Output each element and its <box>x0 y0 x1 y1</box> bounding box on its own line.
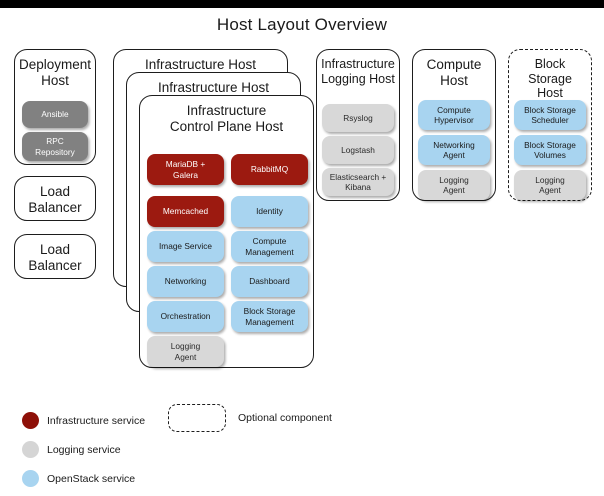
legend-label-optional-component: Optional component <box>238 412 332 424</box>
host-title: Load Balancer <box>28 184 82 215</box>
service-chip-orchestration[interactable]: Orchestration <box>147 301 224 332</box>
host-title: Compute Host <box>426 57 482 88</box>
service-chip-rabbitmq[interactable]: RabbitMQ <box>231 154 308 185</box>
service-chip-logging-agent-control-plane[interactable]: Logging Agent <box>147 336 224 367</box>
service-chip-rsyslog[interactable]: Rsyslog <box>322 104 394 132</box>
openstack-dot-icon <box>22 470 39 487</box>
service-chip-compute-hypervisor[interactable]: Compute Hypervisor <box>418 100 490 130</box>
service-chip-mariadb-galera[interactable]: MariaDB + Galera <box>147 154 224 185</box>
service-chip-logging-agent-compute[interactable]: Logging Agent <box>418 170 490 200</box>
host-title: Infrastructure Logging Host <box>321 57 395 86</box>
service-chip-dashboard[interactable]: Dashboard <box>231 266 308 297</box>
host-title: Block Storage Host <box>528 57 572 100</box>
service-chip-ansible[interactable]: Ansible <box>22 101 88 128</box>
service-chip-networking-agent[interactable]: Networking Agent <box>418 135 490 165</box>
service-chip-compute-management[interactable]: Compute Management <box>231 231 308 262</box>
service-chip-elasticsearch-kibana[interactable]: Elasticsearch + Kibana <box>322 168 394 196</box>
service-chip-image-service[interactable]: Image Service <box>147 231 224 262</box>
service-chip-block-storage-management[interactable]: Block Storage Management <box>231 301 308 332</box>
legend-label-openstack-service: OpenStack service <box>47 473 136 485</box>
service-chip-identity[interactable]: Identity <box>231 196 308 227</box>
service-chip-memcached[interactable]: Memcached <box>147 196 224 227</box>
diagram-canvas: Host Layout Overview Deployment Host Ans… <box>0 8 604 496</box>
host-title: Infrastructure Host <box>144 57 257 72</box>
legend-label-logging-service: Logging service <box>47 444 121 456</box>
service-chip-logging-agent-block-storage[interactable]: Logging Agent <box>514 170 586 200</box>
host-title: Deployment Host <box>19 57 92 88</box>
host-card-load-balancer-2[interactable]: Load Balancer <box>14 234 96 279</box>
service-chip-block-storage-scheduler[interactable]: Block Storage Scheduler <box>514 100 586 130</box>
host-title: Infrastructure Control Plane Host <box>169 103 284 134</box>
service-chip-block-storage-volumes[interactable]: Block Storage Volumes <box>514 135 586 165</box>
legend-label-infrastructure-service: Infrastructure service <box>47 415 146 427</box>
host-card-load-balancer-1[interactable]: Load Balancer <box>14 176 96 221</box>
service-chip-logstash[interactable]: Logstash <box>322 136 394 164</box>
infra-dot-icon <box>22 412 39 429</box>
logging-dot-icon <box>22 441 39 458</box>
dashed-box-icon <box>168 404 226 432</box>
page-title: Host Layout Overview <box>216 15 388 34</box>
top-black-bar <box>0 0 604 8</box>
host-title: Infrastructure Host <box>157 80 270 95</box>
host-title: Load Balancer <box>28 242 82 273</box>
service-chip-networking[interactable]: Networking <box>147 266 224 297</box>
service-chip-rpc-repository[interactable]: RPC Repository <box>22 132 88 161</box>
